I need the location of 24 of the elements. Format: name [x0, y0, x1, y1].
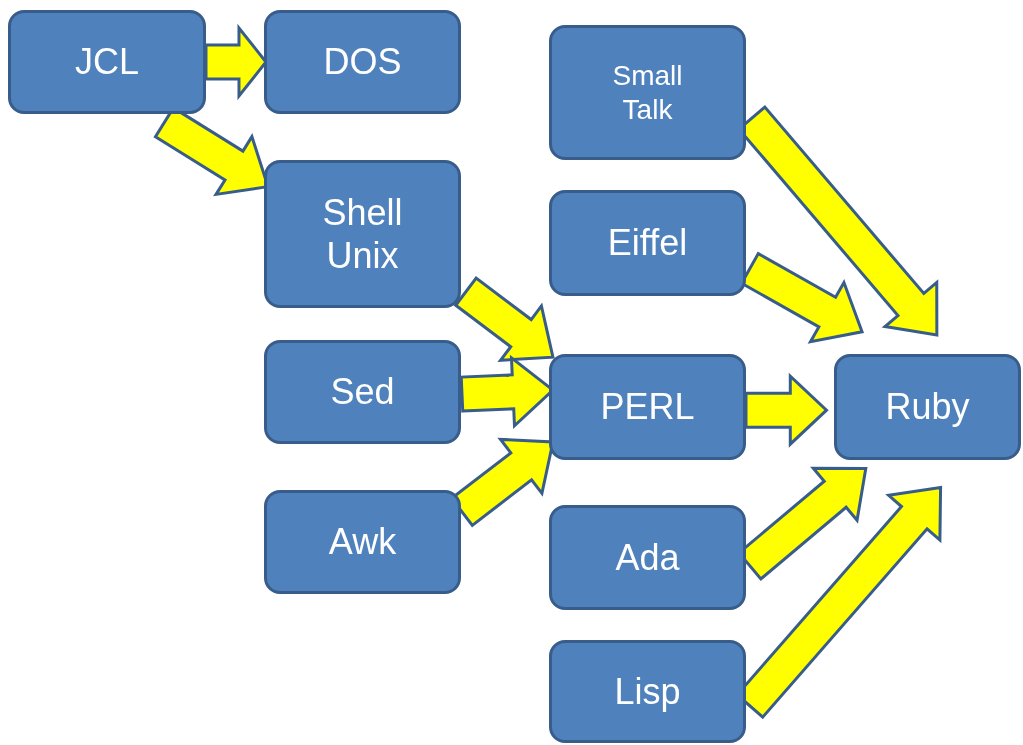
node-label: DOS [323, 40, 402, 84]
node-label: Ada [615, 535, 680, 580]
node-label: JCL [75, 40, 139, 84]
language-box [264, 340, 461, 444]
node-label: PERL [600, 385, 695, 429]
node-label: Sed [330, 370, 395, 414]
node-label: Eiffel [607, 221, 688, 265]
node-label: Shell Unix [321, 190, 404, 278]
language-box [264, 490, 461, 594]
node-label: Ruby [885, 385, 970, 429]
language-box [549, 505, 746, 610]
language-box [8, 10, 206, 114]
block-arrow [453, 276, 555, 362]
language-box [549, 640, 746, 743]
language-box [264, 10, 461, 114]
language-box [264, 160, 461, 308]
block-arrow [744, 372, 829, 448]
language-box [549, 25, 746, 160]
language-box [834, 354, 1021, 460]
node-label: Small Talk [611, 58, 684, 127]
node-label: Lisp [614, 669, 681, 714]
node-label: Awk [328, 520, 397, 564]
language-box [549, 354, 746, 460]
language-box [549, 190, 746, 296]
